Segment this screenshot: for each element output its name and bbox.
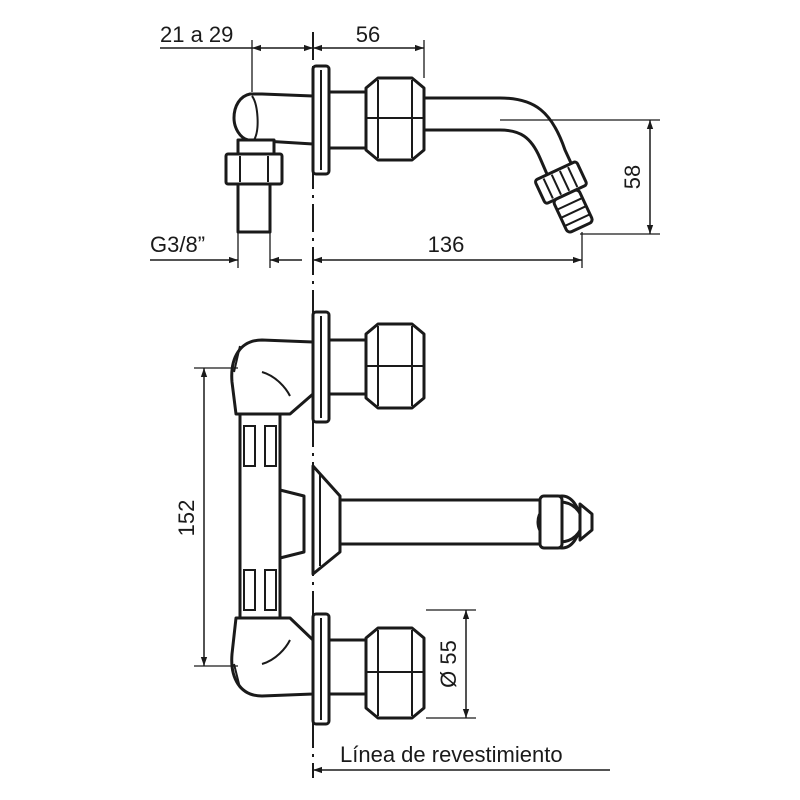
dim-label-spout-height: 58: [620, 165, 645, 189]
dim-label-center-distance: 152: [174, 500, 199, 537]
dim-label-thread: G3/8”: [150, 232, 205, 257]
front-view: [230, 310, 594, 726]
dim-label-body-depth: 56: [356, 22, 380, 47]
dim-label-wall-thickness: 21 a 29: [160, 22, 233, 47]
side-view: [224, 64, 594, 234]
dimension-lines: [150, 40, 660, 774]
dim-label-knob-diameter: Ø 55: [436, 640, 461, 688]
dim-label-spout-reach: 136: [428, 232, 465, 257]
wall-line-label: Línea de revestimiento: [340, 742, 563, 767]
